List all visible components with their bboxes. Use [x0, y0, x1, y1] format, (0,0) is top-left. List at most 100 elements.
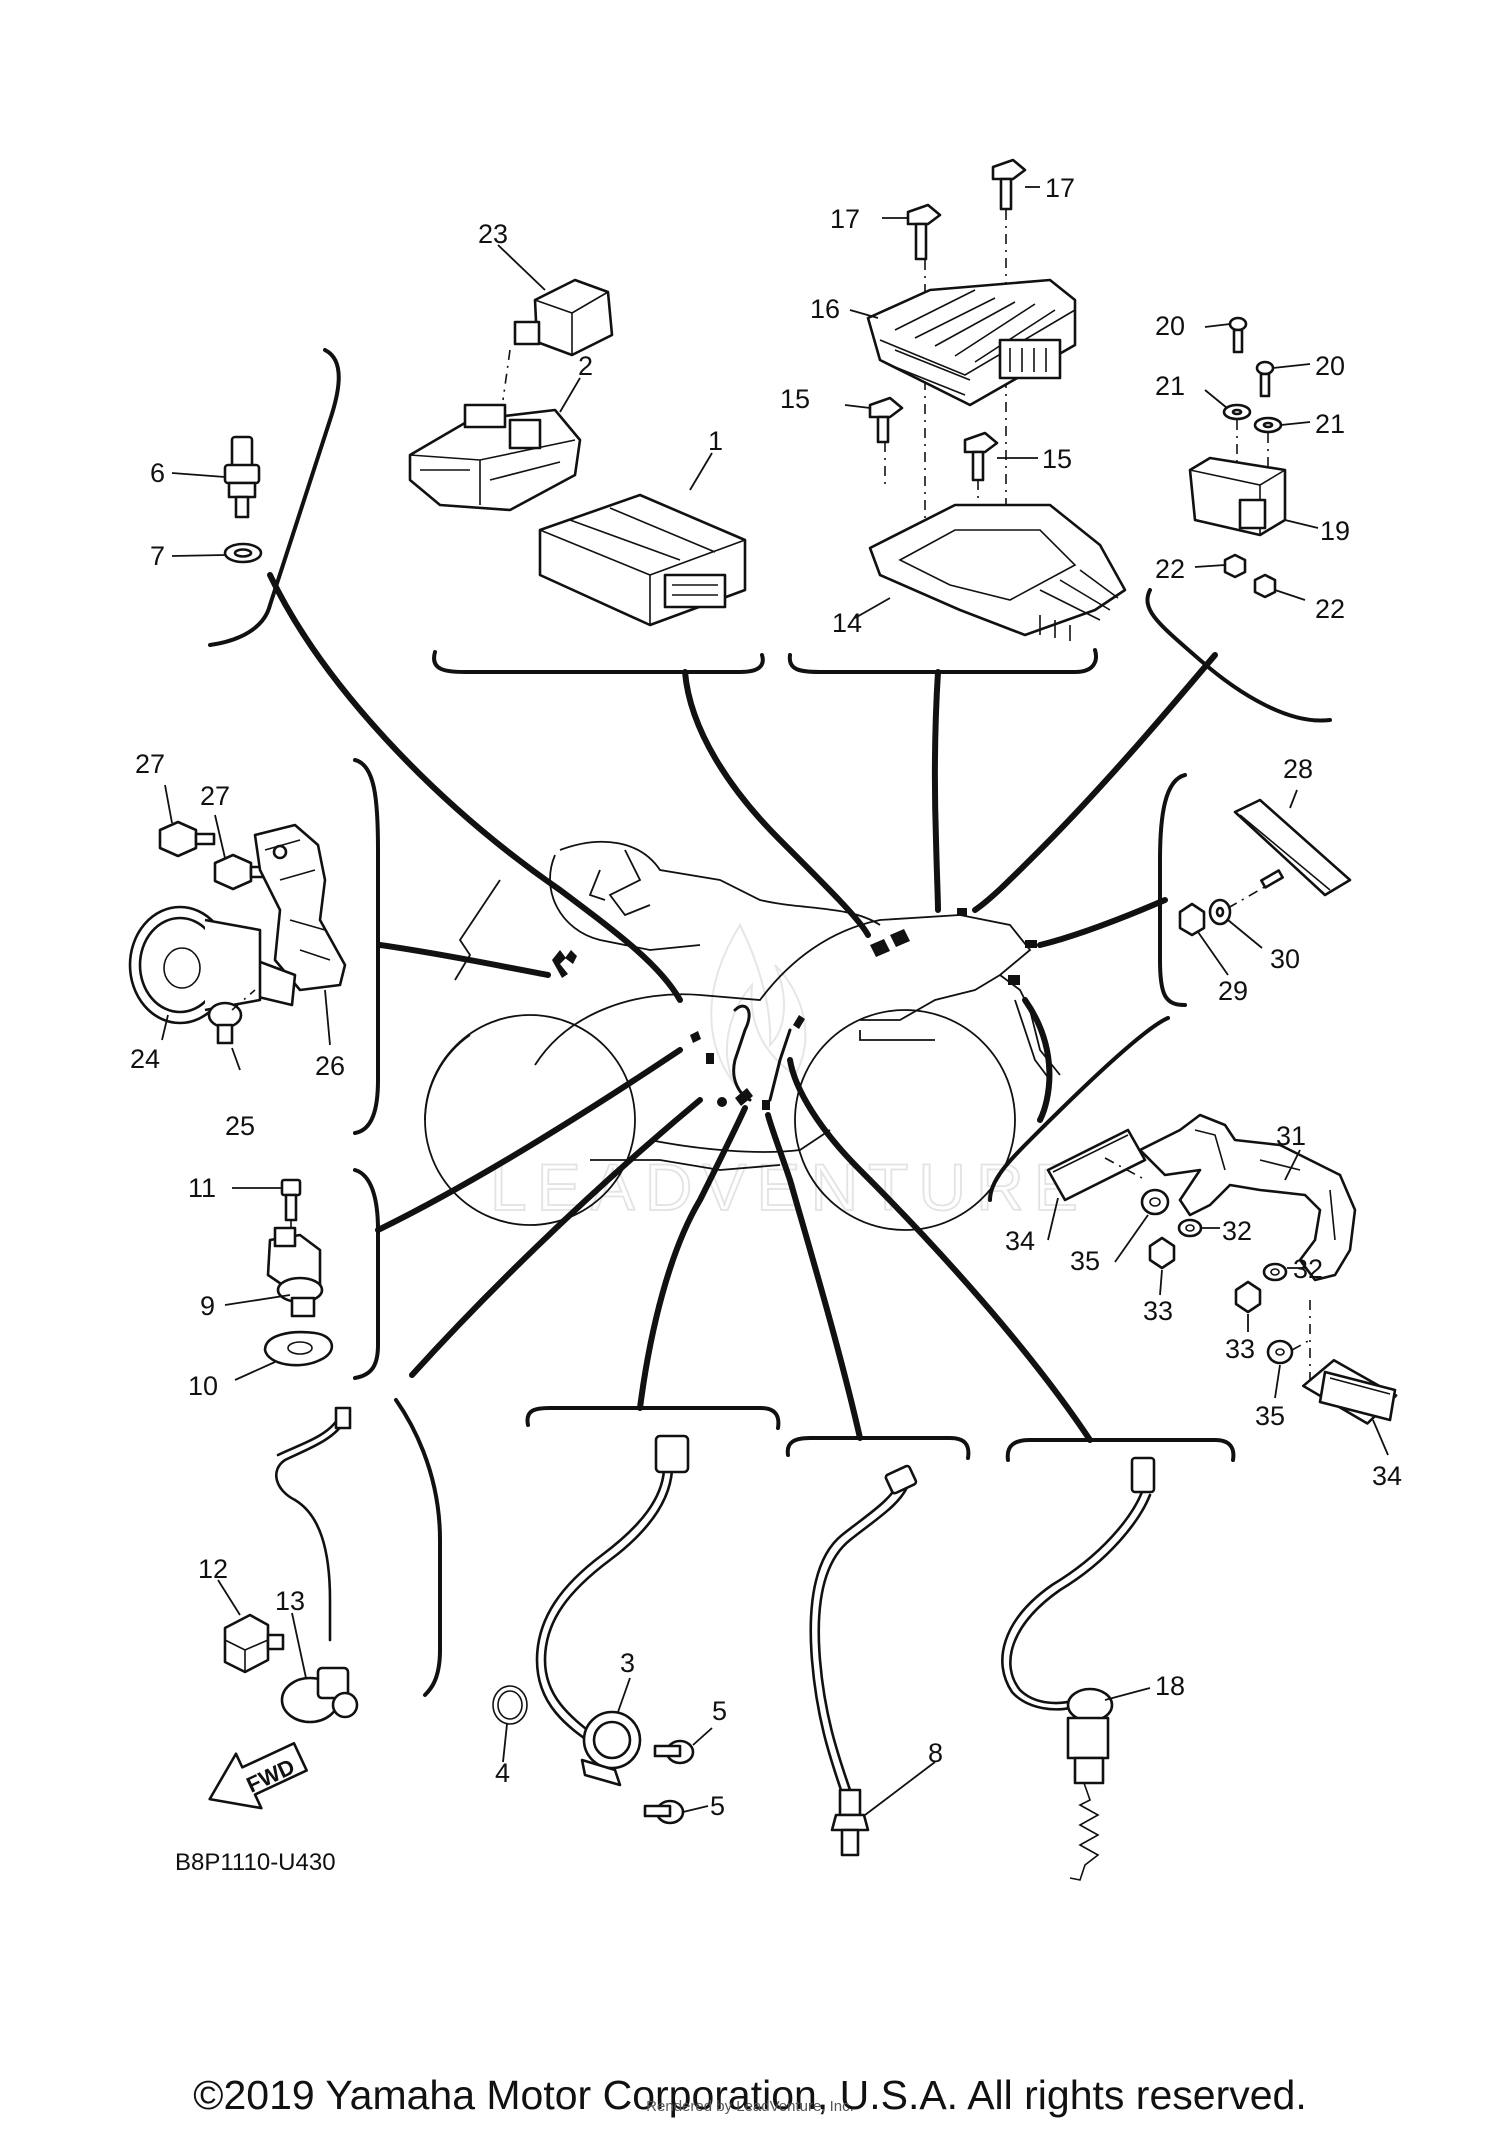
label-part-35b: 35	[1255, 1401, 1285, 1431]
part-12-sensor	[217, 1579, 285, 1674]
label-part-28: 28	[1283, 754, 1313, 784]
motorcycle-outline	[424, 840, 1061, 1231]
label-part-25: 25	[225, 1111, 255, 1141]
part-3-cable	[535, 1434, 690, 1747]
label-part-15a: 15	[780, 384, 810, 414]
part-34-reflector-b	[1301, 1358, 1398, 1456]
part-labels: 1 2 3 4 5 5 6 7 8 9 10 11 12 13 14 15 15…	[130, 173, 1402, 1821]
label-part-5b: 5	[710, 1791, 725, 1821]
diagram-code: B8P1110-U430	[175, 1849, 336, 1876]
part-3-switch	[580, 1677, 642, 1787]
part-13-cable	[275, 1406, 352, 1642]
part-14-bracket	[854, 503, 1127, 641]
part-32-washer-a	[1177, 1218, 1220, 1238]
part-15-bolt-b	[963, 431, 1038, 482]
label-part-18: 18	[1155, 1671, 1185, 1701]
part-11-bolt	[232, 1178, 302, 1222]
label-part-10: 10	[188, 1371, 218, 1401]
part-35-nut-b	[1266, 1339, 1294, 1399]
copyright-notice: ©2019 Yamaha Motor Corporation, U.S.A. A…	[193, 2072, 1307, 2118]
label-part-11: 11	[188, 1173, 216, 1203]
label-part-12: 12	[198, 1554, 228, 1584]
part-7-washer	[171, 542, 263, 564]
part-35-nut-a	[1114, 1188, 1170, 1263]
part-8-sensor	[830, 1761, 936, 1857]
label-part-17a: 17	[830, 204, 860, 234]
label-part-14: 14	[832, 608, 862, 638]
part-33-nut-b	[1234, 1280, 1262, 1332]
label-part-1: 1	[708, 426, 723, 456]
part-21-washer-a	[1204, 389, 1252, 421]
part-8-cable	[809, 1464, 918, 1795]
part-9-sensor	[224, 1226, 324, 1318]
label-part-34a: 34	[1005, 1226, 1035, 1256]
label-part-7: 7	[150, 541, 165, 571]
part-33-nut-a	[1148, 1236, 1176, 1296]
label-part-35a: 35	[1070, 1246, 1100, 1276]
part-27-bolt-a	[158, 784, 216, 858]
part-29-nut	[1178, 902, 1229, 976]
label-part-3: 3	[620, 1648, 635, 1678]
label-part-29: 29	[1218, 976, 1248, 1006]
part-20-screw-a	[1204, 316, 1248, 354]
part-1-ecu	[538, 452, 747, 627]
label-part-21b: 21	[1315, 409, 1345, 439]
rendered-by-note: Rendered by LeadVenture, Inc.	[646, 2098, 854, 2115]
part-28-reflector	[1233, 789, 1352, 897]
part-30-washer	[1208, 884, 1269, 949]
part-6-temp-sensor	[171, 435, 261, 519]
label-part-22b: 22	[1315, 594, 1345, 624]
label-part-23: 23	[478, 219, 508, 249]
part-34-reflector-a	[1046, 1128, 1147, 1241]
part-5-screw-a	[653, 1727, 713, 1765]
part-2-relay-holder	[408, 377, 582, 512]
part-15-bolt-a	[844, 396, 904, 444]
label-part-33a: 33	[1143, 1296, 1173, 1326]
label-part-20b: 20	[1315, 351, 1345, 381]
label-part-19: 19	[1320, 516, 1350, 546]
part-18-cable	[1001, 1456, 1156, 1711]
label-part-34b: 34	[1372, 1461, 1402, 1491]
label-part-13: 13	[275, 1586, 305, 1616]
part-17-bolt-a	[882, 203, 942, 261]
fwd-arrow-icon: FWD	[208, 1741, 308, 1810]
label-part-5a: 5	[712, 1696, 727, 1726]
label-part-21a: 21	[1155, 371, 1185, 401]
part-19-lean-sensor	[1188, 456, 1319, 537]
part-17-bolt-b	[991, 158, 1040, 211]
label-part-4: 4	[495, 1758, 510, 1788]
label-part-27a: 27	[135, 749, 165, 779]
part-16-regulator	[849, 278, 1077, 407]
label-part-20a: 20	[1155, 311, 1185, 341]
part-32-washer-b	[1262, 1262, 1305, 1282]
part-22-nut-b	[1253, 573, 1306, 601]
label-part-17b: 17	[1045, 173, 1075, 203]
label-part-30: 30	[1270, 944, 1300, 974]
label-part-32a: 32	[1222, 1216, 1252, 1246]
part-22-nut-a	[1194, 553, 1247, 579]
group-brackets	[208, 348, 1332, 1697]
part-18-switch	[1066, 1687, 1151, 1881]
label-part-31: 31	[1276, 1121, 1306, 1151]
label-part-16: 16	[810, 294, 840, 324]
part-20-screw-b	[1255, 360, 1311, 398]
part-31-bracket	[1138, 1113, 1357, 1282]
label-part-8: 8	[928, 1738, 943, 1768]
part-13-sensor	[280, 1612, 359, 1724]
part-21-washer-b	[1253, 416, 1311, 434]
part-4-o-ring	[492, 1685, 528, 1763]
label-part-32b: 32	[1293, 1254, 1323, 1284]
label-part-24: 24	[130, 1044, 160, 1074]
label-part-26: 26	[315, 1051, 345, 1081]
part-23-relay	[497, 244, 614, 401]
part-24-horn	[128, 905, 262, 1041]
label-part-33b: 33	[1225, 1334, 1255, 1364]
label-part-9: 9	[200, 1291, 215, 1321]
part-10-gasket	[234, 1330, 334, 1381]
part-25-bolt	[207, 989, 256, 1071]
label-part-22a: 22	[1155, 554, 1185, 584]
label-part-2: 2	[578, 351, 593, 381]
group-spokes	[267, 572, 1218, 1443]
part-26-horn-bracket	[248, 823, 347, 1046]
